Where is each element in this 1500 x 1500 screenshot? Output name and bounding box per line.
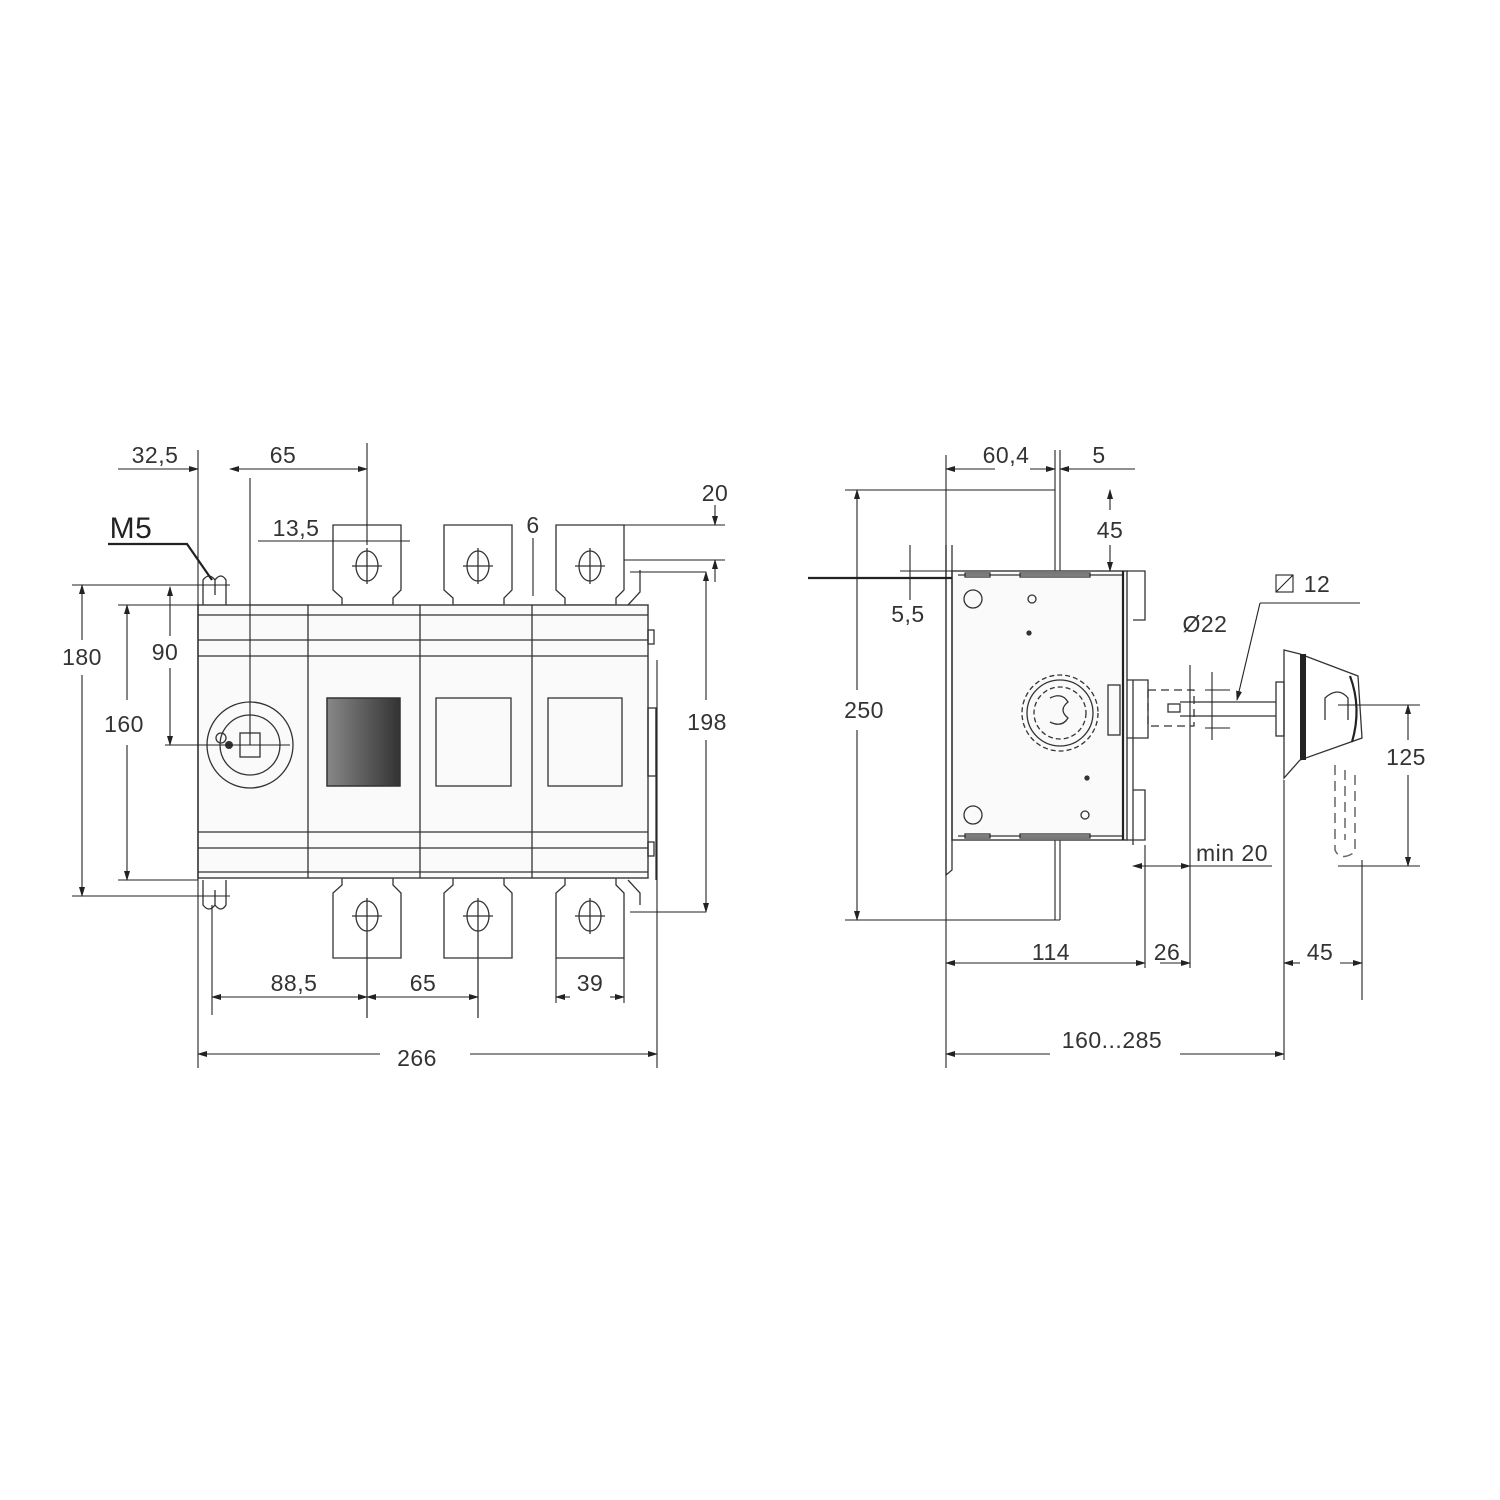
window-3 [547,697,623,787]
dim-min-20: min 20 [1196,840,1268,866]
dim-160: 160 [104,711,144,737]
bottom-terminals [332,877,625,1018]
side-view: 60,4 5 45 5,5 250 Ø22 12 125 min 20 114 … [808,442,1426,1068]
dim-266: 266 [397,1045,437,1071]
dim-60-4: 60,4 [983,442,1030,468]
front-view: 32,5 65 M5 13,5 6 20 180 90 160 198 88,5… [62,442,728,1071]
dim-250: 250 [844,697,884,723]
dim-114: 114 [1032,939,1070,965]
side-details [945,545,1149,877]
dim-125: 125 [1386,744,1426,770]
square-symbol-icon [1275,574,1294,593]
handle-icon [1283,649,1363,858]
dim-160-285: 160...285 [1062,1027,1162,1053]
dim-88-5: 88,5 [271,970,318,996]
dim-65-bottom: 65 [410,970,437,996]
label-m5: M5 [110,512,153,545]
dim-45-bottom: 45 [1307,939,1334,965]
dim-13-5: 13,5 [273,515,320,541]
body-details [198,605,657,880]
dim-square-12: 12 [1304,571,1331,597]
top-terminals [332,524,625,606]
dim-65-top: 65 [270,442,297,468]
dim-198: 198 [687,709,727,735]
dim-6: 6 [526,512,539,538]
side-body [951,570,1128,841]
dim-45-top: 45 [1097,517,1124,543]
gear-icon [1021,674,1099,752]
side-dimensions [808,455,1420,1068]
dim-90: 90 [152,639,179,665]
status-window-dark [326,697,401,787]
dim-20: 20 [702,480,729,506]
dim-32-5: 32,5 [132,442,179,468]
switch-body [197,604,649,879]
dim-26: 26 [1154,939,1181,965]
dim-180: 180 [62,644,102,670]
dim-diameter-22: Ø22 [1183,611,1228,637]
front-dimensions [72,443,725,1068]
window-2 [435,697,512,787]
rotary-knob-icon [165,478,294,789]
dim-39: 39 [577,970,604,996]
dim-5: 5 [1092,442,1105,468]
dim-5-5: 5,5 [891,601,924,627]
mounting-feet [202,570,641,910]
